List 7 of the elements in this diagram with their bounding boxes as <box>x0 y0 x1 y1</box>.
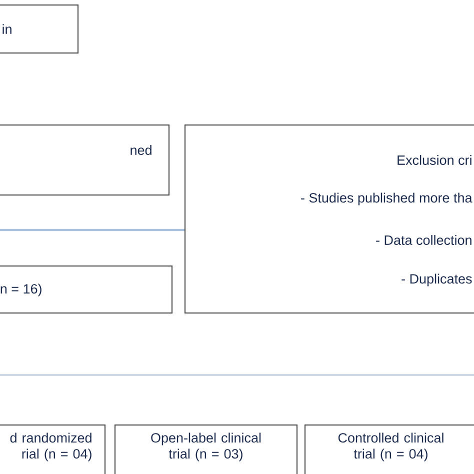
process-box: n = 16) <box>0 266 172 314</box>
process-box: Controlled clinical trial (n = 04) <box>304 424 474 474</box>
process-box: Open-label clinical trial (n = 03) <box>114 424 298 474</box>
process-box: d randomized rial (n = 04) <box>0 424 106 474</box>
process-box: in <box>0 4 78 54</box>
process-box: Exclusion cri - Studies published more tha - Data collection - Duplicates <box>184 124 474 314</box>
process-box: ned <box>0 124 170 196</box>
